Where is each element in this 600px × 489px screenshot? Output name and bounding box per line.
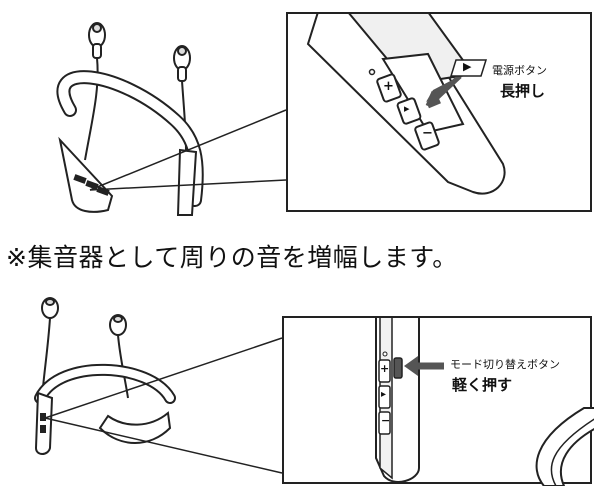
left-earbud [88, 22, 106, 59]
top-zoom-drawing [306, 14, 506, 195]
key-play-label: ▸ [404, 102, 410, 115]
mode-button-action: 軽く押す [452, 376, 513, 394]
right-earbud [173, 45, 191, 82]
key-minus-label: − [422, 126, 433, 141]
top-zoom-panel: + ▸ − ▶ 電源ボタン 長押し [286, 12, 592, 212]
power-button-action: 長押し [500, 82, 546, 100]
bottom-zoom-drawing [375, 318, 594, 486]
mode-button-name: モード切り替えボタン [450, 358, 560, 371]
key-play-label-bottom: ▸ [381, 389, 387, 400]
key-plus-label-bottom: + [380, 362, 390, 375]
bottom-zoom-panel: + ▸ − モード切り替えボタン 軽く押す [282, 316, 594, 486]
key-plus-label: + [383, 79, 394, 94]
key-minus-label-bottom: − [381, 414, 391, 427]
power-button-name: 電源ボタン [492, 64, 547, 77]
neckband-earphones-bottom-drawing [34, 297, 283, 474]
right-earbud-bottom [109, 314, 127, 336]
caption-text: ※集音器として周りの音を増幅します。 [6, 243, 458, 272]
bottom-illustration: + ▸ − モード切り替えボタン 軽く押す [0, 288, 600, 488]
neckband-earphones-top-drawing [56, 22, 287, 216]
left-earbud-bottom [41, 297, 59, 319]
power-glyph: ▶ [463, 60, 472, 73]
top-illustration: + ▸ − ▶ 電源ボタン 長押し [0, 0, 600, 232]
